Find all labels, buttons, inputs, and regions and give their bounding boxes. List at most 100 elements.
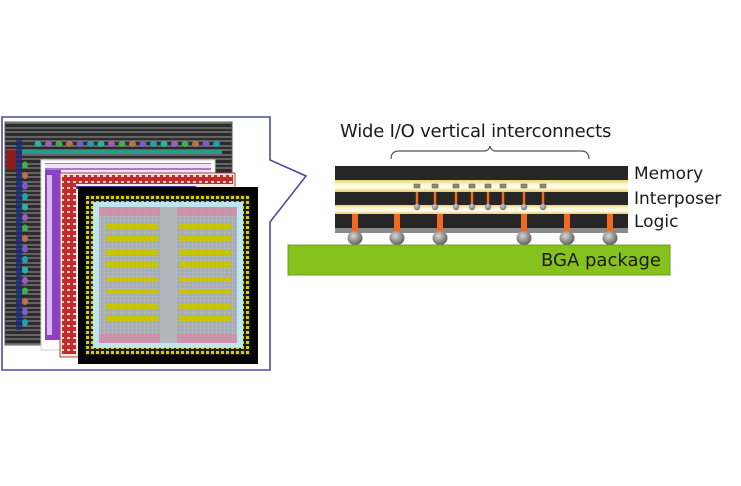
- io-pad: [192, 141, 199, 147]
- stack-cross-section: [335, 166, 628, 245]
- io-pad: [129, 141, 136, 147]
- micro-pad: [431, 183, 439, 189]
- memory-bond-layer: [335, 180, 628, 192]
- logic-tsv: [521, 214, 527, 233]
- logic-label: Logic: [634, 212, 679, 232]
- solder-ball: [389, 231, 405, 245]
- io-pad: [213, 141, 220, 147]
- interposer-tsv: [433, 192, 437, 206]
- logic-tsv: [352, 214, 358, 233]
- logic-tsv: [394, 214, 400, 233]
- interposer-tsv: [522, 192, 526, 206]
- layout-bar: [179, 262, 231, 267]
- solder-ball: [602, 231, 618, 245]
- layout-bar: [106, 236, 158, 241]
- interposer-label: Interposer: [634, 189, 722, 209]
- micro-bump: [452, 203, 460, 211]
- layout-bar: [106, 277, 158, 282]
- diagram-title: Wide I/O vertical interconnects: [340, 121, 612, 142]
- io-pad: [181, 141, 189, 147]
- memory-die-layer: [335, 166, 628, 180]
- interposer-bond-layer: [335, 205, 628, 214]
- micro-pad: [539, 183, 547, 189]
- logic-tsv: [607, 214, 613, 233]
- solder-ball: [516, 231, 532, 245]
- logic-tsv: [564, 214, 570, 233]
- layout-bar: [106, 304, 158, 309]
- micro-bump: [539, 203, 547, 211]
- io-pad: [22, 224, 28, 232]
- micro-bump: [468, 203, 476, 211]
- interposer-tsv: [454, 192, 458, 206]
- memory-label: Memory: [634, 164, 704, 184]
- io-pad: [22, 235, 28, 242]
- io-pad: [22, 182, 28, 190]
- micro-pad: [452, 183, 460, 189]
- io-pad: [22, 172, 28, 179]
- interconnect-brace: [390, 145, 590, 160]
- micro-pad: [413, 183, 421, 189]
- io-pad: [108, 141, 115, 147]
- io-pad: [45, 141, 52, 147]
- io-pad: [22, 245, 28, 253]
- io-pad: [22, 277, 28, 284]
- micro-bump: [431, 203, 439, 211]
- interposer-die-layer: [335, 192, 628, 205]
- bga-package-label: BGA package: [540, 250, 661, 271]
- micro-bump: [499, 203, 507, 211]
- chip-layout-stack: [4, 121, 258, 364]
- io-pad: [22, 266, 28, 274]
- micro-pad: [468, 183, 476, 189]
- interposer-tsv: [486, 192, 490, 206]
- layout-bar: [179, 250, 231, 255]
- micro-pad: [520, 183, 528, 189]
- interposer-tsv: [415, 192, 419, 206]
- logic-die: [78, 187, 258, 364]
- io-pad: [22, 256, 28, 263]
- io-pad: [139, 141, 147, 147]
- layout-bar: [179, 289, 231, 294]
- io-pad: [97, 141, 105, 147]
- io-pad: [34, 141, 42, 147]
- layout-bar: [106, 250, 158, 255]
- io-pad: [22, 308, 28, 316]
- io-pad: [55, 141, 63, 147]
- io-pad: [66, 141, 73, 147]
- layout-bar: [179, 304, 231, 309]
- io-pad: [87, 141, 94, 147]
- io-pad: [160, 141, 168, 147]
- layout-bar: [179, 236, 231, 241]
- solder-ball: [432, 231, 448, 245]
- logic-base-layer: [335, 228, 628, 233]
- layout-bar: [106, 316, 158, 321]
- micro-bump: [484, 203, 492, 211]
- layout-bar: [179, 224, 231, 229]
- io-pad: [150, 141, 157, 147]
- io-pad: [22, 203, 28, 211]
- io-pad: [22, 287, 28, 295]
- layout-bar: [179, 316, 231, 321]
- solder-ball: [559, 231, 575, 245]
- layout-bar: [179, 277, 231, 282]
- bga-package-substrate: [287, 244, 671, 276]
- logic-tsv: [437, 214, 443, 233]
- interposer-tsv: [501, 192, 505, 206]
- solder-ball: [347, 231, 363, 245]
- io-pad: [22, 298, 28, 305]
- io-pad: [22, 161, 28, 169]
- io-pad: [22, 319, 28, 326]
- micro-pad: [484, 183, 492, 189]
- layout-bar: [106, 224, 158, 229]
- logic-die-layer: [335, 214, 628, 228]
- layout-spine: [160, 207, 177, 343]
- micro-bump: [413, 203, 421, 211]
- io-pad: [22, 214, 28, 221]
- layout-bar: [106, 262, 158, 267]
- layout-bar: [106, 289, 158, 294]
- io-pad: [118, 141, 126, 147]
- io-pad: [171, 141, 178, 147]
- interposer-tsv: [541, 192, 545, 206]
- io-pad: [202, 141, 210, 147]
- interposer-tsv: [470, 192, 474, 206]
